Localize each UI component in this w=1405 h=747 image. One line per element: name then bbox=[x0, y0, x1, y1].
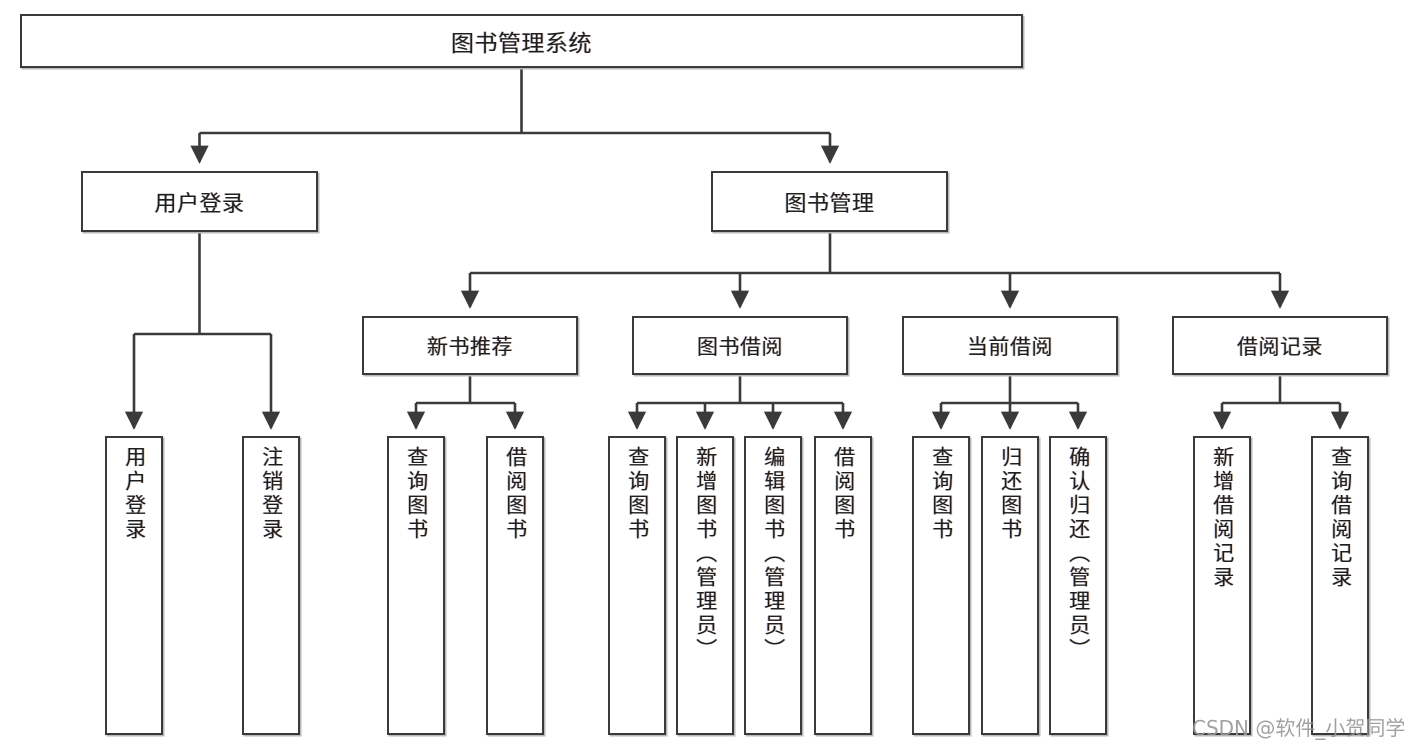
node-label: 借阅记录 bbox=[1237, 334, 1323, 359]
leaf-newbook-query-book[interactable]: 查询图书 bbox=[387, 436, 445, 735]
node-label: 图书借阅 bbox=[697, 334, 783, 359]
node-label: 新书推荐 bbox=[427, 334, 513, 359]
node-label: 图书管理 bbox=[784, 191, 875, 217]
leaf-current-query-book[interactable]: 查询图书 bbox=[912, 436, 970, 735]
node-label: 借阅图书 bbox=[503, 446, 528, 542]
node-new-book-recommendation[interactable]: 新书推荐 bbox=[362, 316, 578, 375]
leaf-record-query-record[interactable]: 查询借阅记录 bbox=[1311, 436, 1369, 735]
leaf-borrow-borrow-book[interactable]: 借阅图书 bbox=[814, 436, 872, 735]
leaf-borrow-add-book-admin[interactable]: 新增图书（管理员） bbox=[676, 436, 734, 735]
node-book-management[interactable]: 图书管理 bbox=[711, 171, 948, 232]
leaf-user-login[interactable]: 用户登录 bbox=[105, 436, 163, 735]
node-label: 新增借阅记录 bbox=[1210, 446, 1235, 590]
watermark-credit: CSDN @软件_小贺同学 bbox=[1192, 716, 1405, 740]
node-label: 查询图书 bbox=[625, 446, 650, 542]
node-label: 借阅图书 bbox=[831, 446, 856, 542]
node-label: 用户登录 bbox=[154, 191, 245, 217]
node-label: 当前借阅 bbox=[967, 334, 1053, 359]
node-label: 注销登录 bbox=[259, 446, 284, 542]
leaf-borrow-query-book[interactable]: 查询图书 bbox=[608, 436, 666, 735]
node-label: 用户登录 bbox=[122, 446, 147, 542]
leaf-newbook-borrow-book[interactable]: 借阅图书 bbox=[486, 436, 544, 735]
node-user-login[interactable]: 用户登录 bbox=[81, 171, 318, 232]
node-label: 图书管理系统 bbox=[451, 31, 592, 57]
leaf-current-confirm-return-admin[interactable]: 确认归还（管理员） bbox=[1049, 436, 1107, 735]
node-label: 确认归还（管理员） bbox=[1066, 446, 1091, 662]
node-label: 查询借阅记录 bbox=[1328, 446, 1353, 590]
node-label: 归还图书 bbox=[998, 446, 1023, 542]
node-book-borrowing[interactable]: 图书借阅 bbox=[632, 316, 848, 375]
node-label: 新增图书（管理员） bbox=[693, 446, 718, 662]
leaf-current-return-book[interactable]: 归还图书 bbox=[981, 436, 1039, 735]
node-label: 查询图书 bbox=[929, 446, 954, 542]
leaf-record-add-record[interactable]: 新增借阅记录 bbox=[1193, 436, 1251, 735]
node-current-borrowing[interactable]: 当前借阅 bbox=[902, 316, 1118, 375]
node-borrowing-record[interactable]: 借阅记录 bbox=[1172, 316, 1388, 375]
node-label: 编辑图书（管理员） bbox=[761, 446, 786, 662]
leaf-borrow-edit-book-admin[interactable]: 编辑图书（管理员） bbox=[744, 436, 802, 735]
node-label: 查询图书 bbox=[404, 446, 429, 542]
node-root-book-management-system[interactable]: 图书管理系统 bbox=[20, 14, 1023, 68]
leaf-logout[interactable]: 注销登录 bbox=[242, 436, 300, 735]
